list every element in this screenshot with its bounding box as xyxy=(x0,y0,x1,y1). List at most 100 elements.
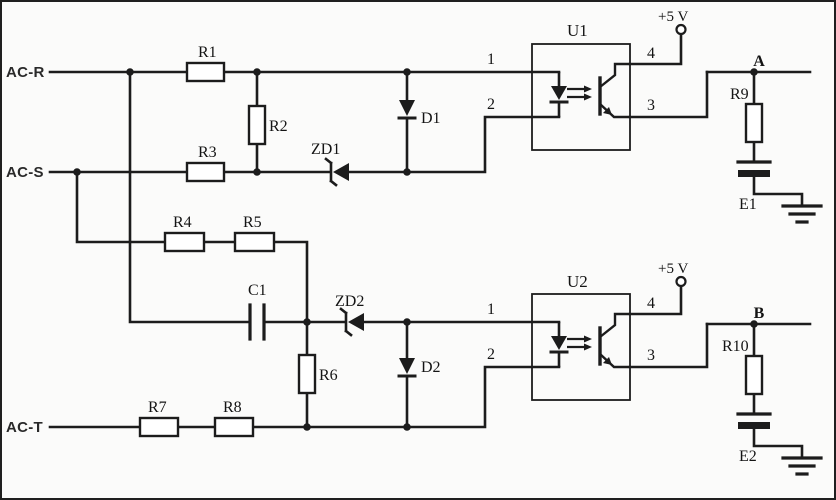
d2-triangle xyxy=(399,358,415,374)
resistor-r6-body xyxy=(297,353,317,395)
capacitor-e1 xyxy=(736,160,772,177)
resistor-r3-body xyxy=(185,161,226,183)
label-r3: R3 xyxy=(198,144,217,161)
label-r5: R5 xyxy=(243,214,262,231)
resistor-r1-body xyxy=(185,61,226,83)
u1-transistor-collector xyxy=(599,62,630,88)
optocoupler-u2 xyxy=(531,293,631,401)
u2-light-arrowhead-1 xyxy=(584,335,592,343)
capacitor-e2 xyxy=(736,412,772,429)
label-r10: R10 xyxy=(722,338,749,355)
u2-outline xyxy=(531,293,631,401)
u2-transistor-emitter xyxy=(599,353,630,369)
zener-zd1 xyxy=(324,157,349,187)
zener-zd2 xyxy=(339,307,364,337)
label-d1: D1 xyxy=(421,110,441,127)
wire-u2-pin4-vcc xyxy=(628,284,683,316)
resistor-r8-body xyxy=(213,416,255,438)
junction-dot xyxy=(750,68,758,76)
junction-dot xyxy=(253,68,261,76)
vcc-terminal-u1 xyxy=(675,23,687,36)
junction-dot xyxy=(303,318,311,326)
label-u1-pin3: 3 xyxy=(647,97,655,114)
u2-led-triangle xyxy=(551,336,567,350)
label-r2: R2 xyxy=(269,118,288,135)
label-u1: U1 xyxy=(567,21,588,40)
label-r1: R1 xyxy=(198,44,217,61)
zd2-zener-bar xyxy=(339,307,353,337)
label-u2-pin1: 1 xyxy=(487,301,495,318)
junction-dot xyxy=(403,168,411,176)
zd2-triangle xyxy=(348,313,364,331)
diode-d1 xyxy=(397,100,417,120)
diode-d2 xyxy=(397,358,417,378)
label-u2-pin4: 4 xyxy=(647,295,655,312)
u1-outline xyxy=(531,43,631,151)
label-u2-pin2: 2 xyxy=(487,346,495,363)
wire-u1-pin3-out xyxy=(628,70,709,119)
capacitor-c1 xyxy=(248,303,266,341)
junction-dot xyxy=(126,68,134,76)
label-u1-pin1: 1 xyxy=(487,51,495,68)
resistor-r2-body xyxy=(247,104,267,146)
u1-emitter-arrowhead xyxy=(603,107,612,115)
wire-e1-gnd xyxy=(752,175,804,208)
wire-u1-pin4-vcc xyxy=(628,32,683,66)
label-r9: R9 xyxy=(730,86,749,103)
u1-transistor-emitter xyxy=(599,103,630,119)
wire-u2-pin2 xyxy=(251,365,561,429)
resistor-r10-body xyxy=(744,354,764,396)
junction-dot xyxy=(253,168,261,176)
label-r7: R7 xyxy=(148,399,167,416)
e1-plate-bottom xyxy=(738,170,770,177)
d1-triangle xyxy=(399,100,415,116)
u2-light-arrowhead-2 xyxy=(584,343,592,351)
zd1-triangle xyxy=(333,163,349,181)
wire-u1-pin2 xyxy=(347,115,561,174)
u2-emitter-arrowhead xyxy=(603,357,612,365)
resistor-r5-body xyxy=(233,231,276,253)
ground-symbol-top xyxy=(781,204,823,224)
u1-light-arrowhead-2 xyxy=(584,93,592,101)
label-ac-s: AC-S xyxy=(6,164,44,181)
junction-dots xyxy=(73,68,758,431)
junction-dot xyxy=(750,320,758,328)
label-u2: U2 xyxy=(567,272,588,291)
label-e1: E1 xyxy=(739,196,757,213)
resistor-r9-body xyxy=(744,102,764,144)
wire-r5-node xyxy=(272,240,309,324)
wire-ac-r-branch-to-c1 xyxy=(128,70,250,324)
ground-symbol-bottom xyxy=(781,456,823,476)
label-u1-pin4: 4 xyxy=(647,45,655,62)
label-out-a: A xyxy=(753,53,765,70)
label-r8: R8 xyxy=(223,399,242,416)
label-r6: R6 xyxy=(319,367,338,384)
junction-dot xyxy=(403,318,411,326)
optocoupler-u1 xyxy=(531,43,631,151)
e2-plate-bottom xyxy=(738,422,770,429)
label-c1: C1 xyxy=(248,282,267,299)
label-out-b: B xyxy=(754,305,765,322)
wire-u2-pin3-out xyxy=(628,322,709,369)
junction-dot xyxy=(303,423,311,431)
junction-dot xyxy=(403,423,411,431)
label-u2-pin3: 3 xyxy=(647,347,655,364)
label-vcc-u1: +5 V xyxy=(658,9,688,25)
wire-e2-gnd xyxy=(752,427,804,460)
label-zd2: ZD2 xyxy=(335,293,364,310)
resistor-r7-body xyxy=(138,416,180,438)
label-e2: E2 xyxy=(739,448,757,465)
zd1-zener-bar xyxy=(324,157,338,187)
label-ac-r: AC-R xyxy=(6,64,45,81)
u1-led-triangle xyxy=(551,86,567,100)
label-d2: D2 xyxy=(421,359,441,376)
label-zd1: ZD1 xyxy=(311,141,340,158)
label-u1-pin2: 2 xyxy=(487,96,495,113)
label-ac-t: AC-T xyxy=(6,419,43,436)
label-vcc-u2: +5 V xyxy=(658,261,688,277)
resistor-r4-body xyxy=(163,231,206,253)
junction-dot xyxy=(403,68,411,76)
wire-ac-s-branch-to-r4 xyxy=(75,170,167,244)
